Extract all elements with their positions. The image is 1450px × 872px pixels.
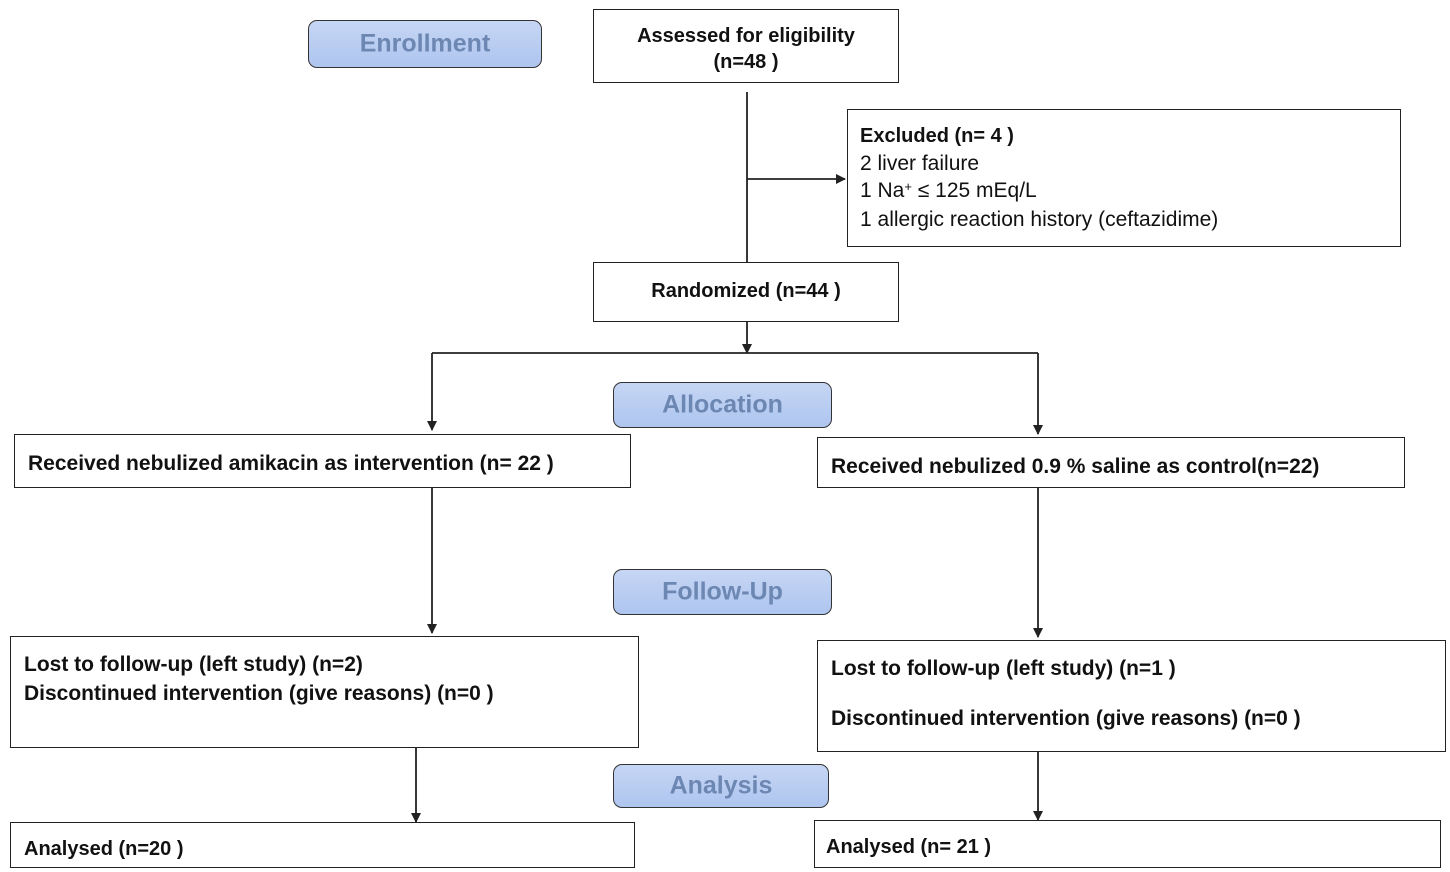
- intervention-lost-label: Lost to follow-up (left study) (n=2): [24, 653, 363, 676]
- stage-analysis: Analysis: [613, 764, 829, 808]
- randomized-label: Randomized (n=44 ): [651, 280, 841, 302]
- stage-allocation-label: Allocation: [662, 390, 783, 419]
- assessed-box: Assessed for eligibility (n=48 ): [593, 9, 899, 83]
- intervention-analysed-label: Analysed (n=20 ): [24, 838, 184, 860]
- control-followup-box: Lost to follow-up (left study) (n=1 ) Di…: [817, 640, 1446, 752]
- intervention-followup-box: Lost to follow-up (left study) (n=2) Dis…: [10, 636, 639, 748]
- excluded-reason-1: 2 liver failure: [860, 152, 980, 175]
- assessed-line2: (n=48 ): [713, 51, 779, 73]
- stage-allocation: Allocation: [613, 382, 832, 428]
- excluded-reason-2: 1 Na+ ≤ 125 mEq/L: [860, 180, 1037, 201]
- excluded-reason-2-sup: +: [904, 179, 912, 194]
- control-allocation-label: Received nebulized 0.9 % saline as contr…: [831, 455, 1320, 478]
- control-discontinued-label: Discontinued intervention (give reasons)…: [831, 707, 1301, 730]
- control-analysed-label: Analysed (n= 21 ): [826, 836, 992, 858]
- excluded-title: Excluded (n= 4 ): [860, 125, 1014, 147]
- intervention-analysed-box: Analysed (n=20 ): [10, 822, 635, 868]
- excluded-box: Excluded (n= 4 ) 2 liver failure 1 Na+ ≤…: [847, 109, 1401, 247]
- assessed-line1: Assessed for eligibility: [637, 25, 855, 47]
- stage-enrollment: Enrollment: [308, 20, 542, 68]
- intervention-allocation-label: Received nebulized amikacin as intervent…: [28, 452, 554, 475]
- stage-follow-up-label: Follow-Up: [662, 577, 783, 606]
- stage-follow-up: Follow-Up: [613, 569, 832, 615]
- excluded-reason-2-suffix: ≤ 125 mEq/L: [911, 179, 1037, 202]
- stage-enrollment-label: Enrollment: [359, 29, 491, 58]
- control-allocation-box: Received nebulized 0.9 % saline as contr…: [817, 437, 1405, 488]
- control-analysed-box: Analysed (n= 21 ): [814, 820, 1441, 868]
- stage-analysis-label: Analysis: [669, 771, 773, 800]
- intervention-discontinued-label: Discontinued intervention (give reasons)…: [24, 682, 494, 705]
- excluded-reason-2-prefix: 1 Na: [860, 179, 905, 202]
- control-lost-label: Lost to follow-up (left study) (n=1 ): [831, 657, 1176, 680]
- excluded-reason-3: 1 allergic reaction history (ceftazidime…: [860, 208, 1219, 231]
- intervention-allocation-box: Received nebulized amikacin as intervent…: [14, 434, 631, 488]
- randomized-box: Randomized (n=44 ): [593, 262, 899, 322]
